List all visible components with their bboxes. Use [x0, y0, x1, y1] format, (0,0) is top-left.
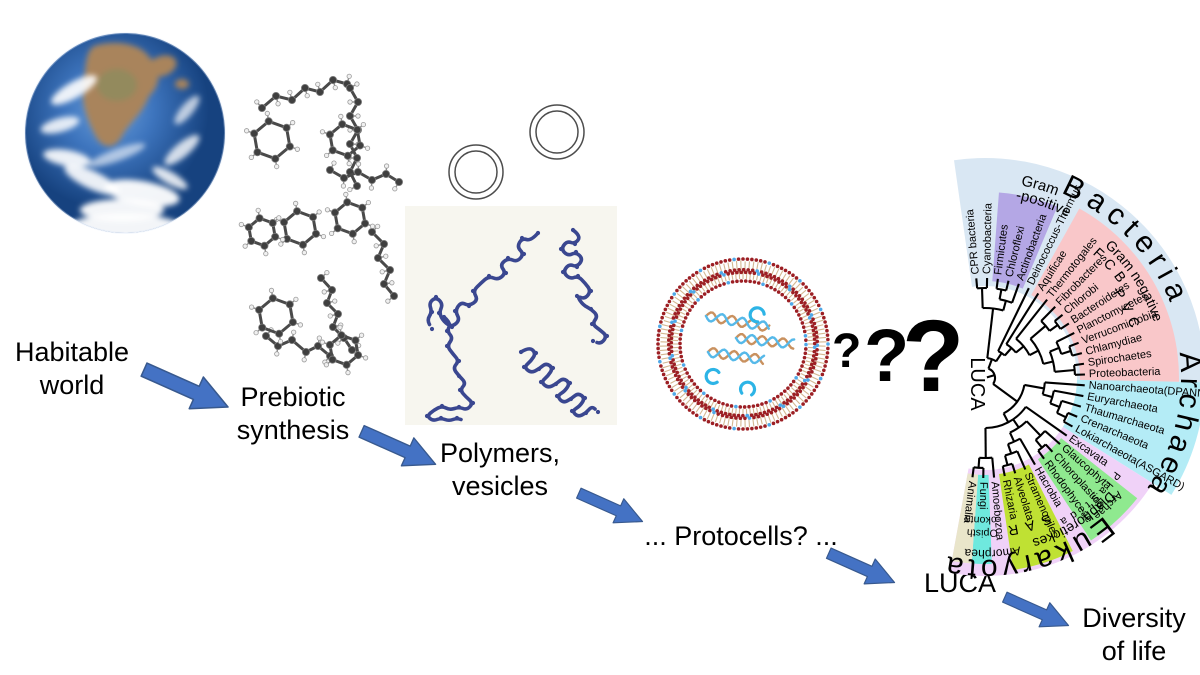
label-line: synthesis [236, 415, 350, 445]
tree-root-label-luca: LUCA [966, 357, 988, 411]
label-line: vesicles [451, 471, 549, 501]
arrow-protocells-to-luca [825, 547, 896, 585]
taxon-label: Animalia [961, 480, 978, 524]
tree-sector [1037, 438, 1138, 541]
earth-image [22, 30, 228, 236]
protocell-illustration [656, 257, 830, 431]
tree-sector [951, 473, 979, 564]
label-diversity-of-life: Diversity of life [1059, 602, 1200, 668]
clade-arc-label: Amorphea [963, 543, 1022, 561]
label-prebiotic-synthesis: Prebiotic synthesis [218, 381, 368, 447]
question-mark: ? [864, 314, 910, 397]
taxon-label: Cyanobacteria [981, 202, 995, 274]
question-mark: ? [902, 299, 965, 413]
taxon-label: Amoebozoa [989, 481, 1006, 541]
arrow-luca-to-diversity [1001, 591, 1070, 628]
label-line: Polymers, [439, 438, 561, 468]
taxon-label: Proteobacteria [1089, 366, 1162, 381]
label-line: Diversity [1082, 603, 1186, 633]
arrow-polymers-to-protocells [575, 487, 644, 524]
label-habitable-world: Habitable world [2, 336, 142, 402]
label-line: world [39, 370, 105, 400]
block-arrow-icon [1001, 591, 1070, 628]
tree-sector [949, 426, 1153, 576]
tree-sector [992, 192, 1058, 289]
label-polymers-vesicles: Polymers, vesicles [425, 437, 575, 503]
clade-arc-label: -okonta [964, 513, 1001, 526]
label-protocells: ... Protocells? ... [636, 520, 846, 553]
vesicle-inner-circle [535, 110, 579, 154]
label-line: of life [1101, 636, 1167, 666]
taxon-label: CPR bacteria [964, 208, 982, 275]
vesicles-illustration [448, 104, 585, 200]
earth-illustration [24, 32, 226, 234]
block-arrow-icon [825, 547, 896, 585]
vesicle-outer-circle [529, 104, 585, 160]
block-arrow-icon [140, 362, 229, 410]
taxon-label: Fungi [977, 482, 989, 510]
block-arrow-icon [575, 487, 644, 524]
arrow-prebiotic-to-polymers [358, 424, 437, 467]
polymers-illustration [405, 206, 617, 425]
vesicle-inner-circle [454, 150, 498, 194]
vesicle-outer-circle [448, 144, 504, 200]
block-arrow-icon [358, 424, 437, 467]
tree-sector [999, 464, 1073, 570]
arrow-habitable-to-prebiotic [140, 362, 229, 410]
clade-arc-label: Opisth [966, 526, 998, 539]
tree-sector [1062, 379, 1200, 495]
tree-sector [1031, 208, 1179, 382]
label-line: Habitable [14, 337, 130, 367]
tree-sector [971, 474, 992, 564]
label-line: ... Protocells? ... [644, 521, 838, 551]
question-mark: ? [832, 325, 862, 378]
prebiotic-molecules-illustration [238, 73, 403, 376]
cladogram-branches [971, 277, 1085, 479]
label-line: Prebiotic [240, 382, 346, 412]
